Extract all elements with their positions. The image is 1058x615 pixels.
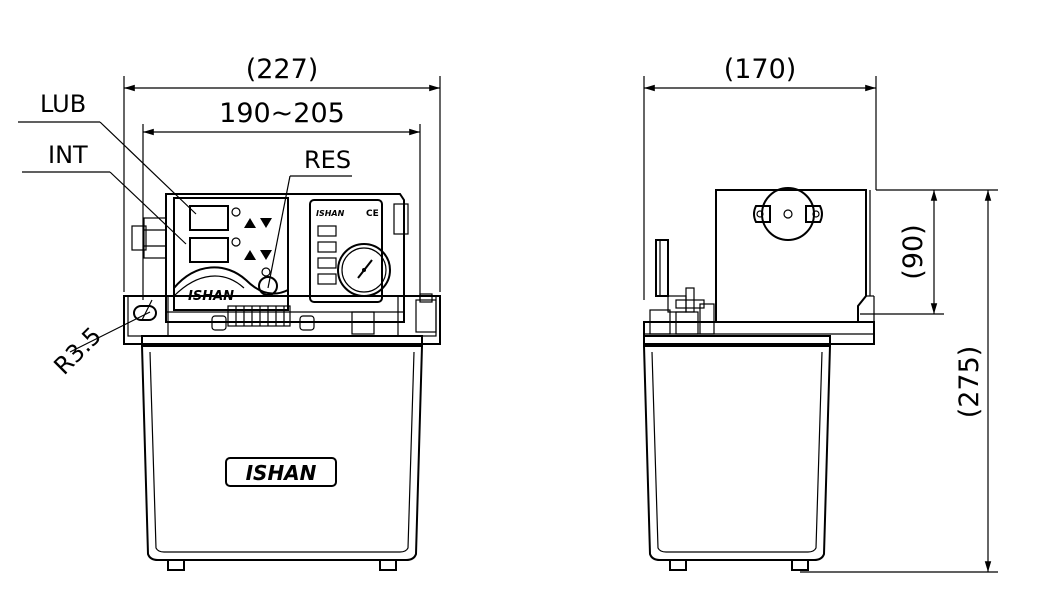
radius-label: R3.5	[48, 322, 107, 381]
mount-slot-left	[133, 305, 157, 321]
gauge-panel: ISHAN CE	[309, 199, 391, 303]
total-height-dimension: (275)	[800, 189, 998, 573]
res-button	[258, 276, 278, 296]
depth-label: (170)	[724, 54, 797, 85]
lub-label: LUB	[40, 90, 86, 118]
side-reservoir-tank	[643, 335, 831, 571]
gauge-panel-logo: ISHAN	[316, 209, 345, 218]
side-head-housing	[715, 187, 875, 334]
side-inspection-cover	[753, 187, 823, 241]
mount-width-label: 190~205	[219, 98, 345, 129]
side-gauge	[655, 239, 705, 313]
side-base-plate	[643, 303, 875, 345]
total-height-label: (275)	[954, 346, 985, 419]
control-panel: ISHAN	[173, 197, 289, 311]
front-view: (227) 190~205 LUB INT RES R	[18, 54, 441, 571]
head-height-label: (90)	[898, 224, 929, 279]
overall-width-dimension: (227)	[123, 54, 441, 292]
int-callout: INT	[22, 141, 187, 245]
tank-brand-plate	[225, 457, 337, 487]
lub-display	[189, 205, 229, 231]
arrow-down-icon	[260, 250, 272, 260]
int-display	[189, 237, 229, 263]
side-view: (170) (90) (275)	[643, 54, 998, 573]
depth-dimension: (170)	[643, 54, 877, 300]
head-height-dimension: (90)	[860, 189, 944, 315]
mount-width-dimension: 190~205	[142, 98, 421, 300]
int-label: INT	[48, 141, 88, 169]
arrow-up-icon	[244, 250, 256, 260]
pressure-gauge	[337, 243, 391, 297]
res-label: RES	[304, 146, 351, 174]
front-head-housing	[131, 193, 409, 335]
lub-callout: LUB	[18, 90, 197, 215]
arrow-up-icon	[244, 218, 256, 228]
front-reservoir-tank: ISHAN	[141, 335, 423, 571]
tank-brand-logo: ISHAN	[246, 461, 317, 485]
radius-callout: R3.5	[48, 311, 151, 381]
panel-brand-logo: ISHAN	[188, 289, 234, 304]
overall-width-label: (227)	[246, 54, 319, 85]
ce-mark: CE	[366, 209, 379, 219]
res-callout: RES	[267, 146, 352, 289]
arrow-down-icon	[260, 218, 272, 228]
